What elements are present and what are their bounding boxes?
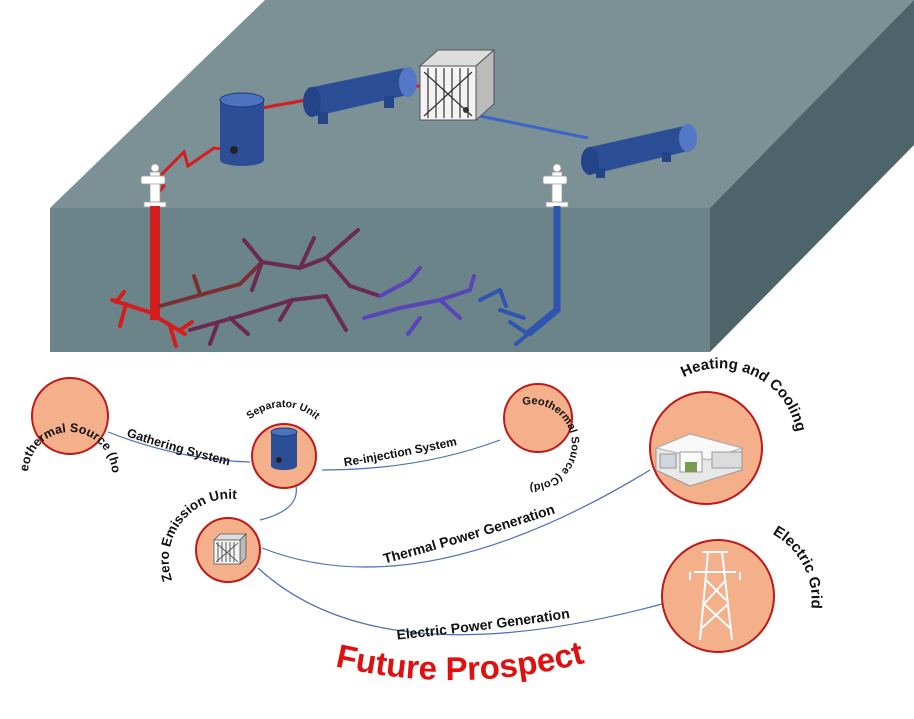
gathering-curve [107, 431, 251, 463]
geo-cold-node [503, 383, 573, 453]
hot-surface-pipe [150, 146, 231, 201]
gathering-label: Gathering System [125, 426, 232, 469]
electric-power-curve [257, 567, 663, 636]
cooling-tower-icon [213, 533, 247, 565]
reinjection-label: Re-injection System [343, 434, 458, 469]
geo-hot-node [31, 377, 109, 455]
transmission-tower-icon [689, 551, 741, 641]
future-prospect-label: Future Prospect [333, 634, 587, 688]
separator-icon [270, 427, 298, 470]
electric-power-label: Electric Power Generation [396, 605, 571, 643]
connection-curves [107, 431, 663, 636]
building-icon [654, 433, 744, 487]
ground-front-face [50, 208, 710, 352]
production-well [150, 206, 160, 320]
condenser-to-reinjection-pipe [469, 112, 589, 140]
injection-well [525, 206, 561, 337]
separator-to-zero-curve [259, 485, 297, 521]
separator-to-turbine-pipe [261, 98, 307, 110]
fracture-network [110, 228, 530, 348]
ground-side-face [710, 0, 914, 352]
thermal-power-curve [261, 469, 651, 568]
reinjection-curve [321, 439, 501, 471]
separator-label: Separator Unit [244, 398, 322, 422]
reinjection-cylinder-icon [581, 124, 697, 178]
separator-tank-icon [219, 92, 265, 166]
thermal-power-label: Thermal Power Generation [381, 501, 556, 567]
cooling-unit-icon [418, 48, 496, 122]
electric-grid-node [661, 539, 775, 653]
turbine-cylinder-icon [303, 67, 417, 124]
electric-grid-label: Electric Grid [770, 523, 825, 609]
